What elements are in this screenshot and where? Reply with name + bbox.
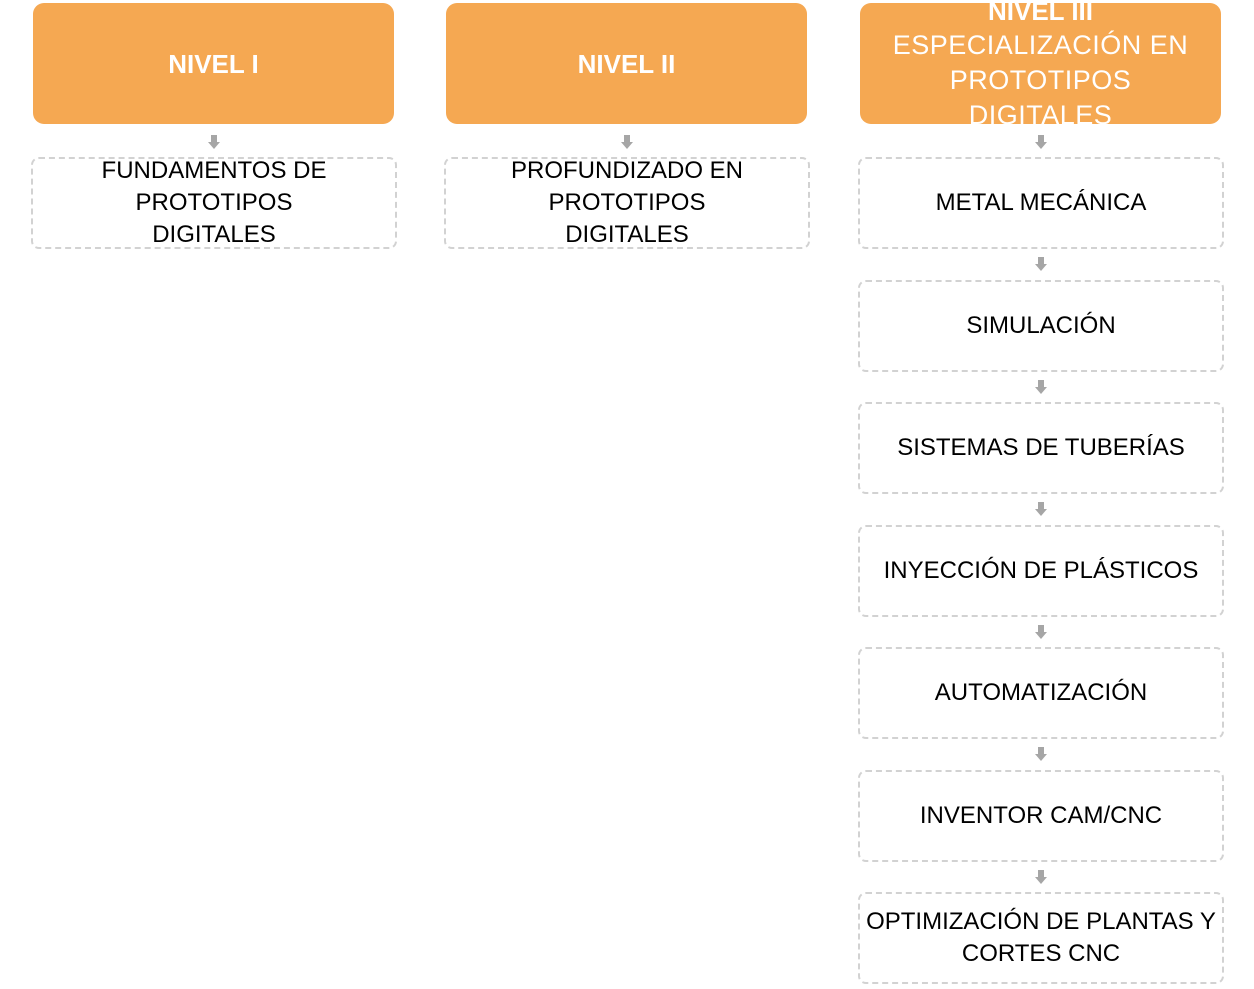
- header-nivel-3: NIVEL III ESPECIALIZACIÓN EN PROTOTIPOS …: [860, 0, 1221, 130]
- level-box: METAL MECÁNICA: [858, 157, 1224, 249]
- arrow-down-icon: [1035, 747, 1047, 761]
- arrow-down-icon: [1035, 380, 1047, 394]
- level-box: OPTIMIZACIÓN DE PLANTAS Y CORTES CNC: [858, 892, 1224, 984]
- arrow-down-icon: [208, 135, 220, 149]
- level-box: INVENTOR CAM/CNC: [858, 770, 1224, 862]
- level-box: PROFUNDIZADO EN PROTOTIPOS DIGITALES: [444, 157, 810, 249]
- level-box: FUNDAMENTOS DE PROTOTIPOS DIGITALES: [31, 157, 397, 249]
- arrow-down-icon: [1035, 870, 1047, 884]
- header-nivel-1: NIVEL I: [33, 3, 394, 124]
- header-nivel-2: NIVEL II: [446, 3, 807, 124]
- level-box: INYECCIÓN DE PLÁSTICOS: [858, 525, 1224, 617]
- header-subtitle: ESPECIALIZACIÓN EN PROTOTIPOS DIGITALES: [892, 30, 1189, 130]
- level-box-label: AUTOMATIZACIÓN: [934, 679, 1148, 706]
- arrow-down-icon: [621, 135, 633, 149]
- level-box-label: INYECCIÓN DE PLÁSTICOS: [883, 557, 1199, 584]
- level-box: SIMULACIÓN: [858, 280, 1224, 372]
- level-box-label: INVENTOR CAM/CNC: [919, 802, 1163, 829]
- header-title: NIVEL I: [168, 48, 259, 79]
- level-box-label: PROFUNDIZADO EN PROTOTIPOS DIGITALES: [510, 157, 743, 248]
- level-box-label: OPTIMIZACIÓN DE PLANTAS Y CORTES CNC: [866, 908, 1216, 967]
- level-box-label: FUNDAMENTOS DE PROTOTIPOS DIGITALES: [101, 157, 327, 248]
- level-box-label: METAL MECÁNICA: [935, 189, 1147, 216]
- arrow-down-icon: [1035, 502, 1047, 516]
- level-box-label: SIMULACIÓN: [966, 312, 1116, 339]
- arrow-down-icon: [1035, 135, 1047, 149]
- level-box: SISTEMAS DE TUBERÍAS: [858, 402, 1224, 494]
- header-title: NIVEL III: [988, 0, 1093, 26]
- header-title: NIVEL II: [577, 48, 676, 79]
- level-box-label: SISTEMAS DE TUBERÍAS: [897, 434, 1185, 461]
- arrow-down-icon: [1035, 625, 1047, 639]
- arrow-down-icon: [1035, 257, 1047, 271]
- level-box: AUTOMATIZACIÓN: [858, 647, 1224, 739]
